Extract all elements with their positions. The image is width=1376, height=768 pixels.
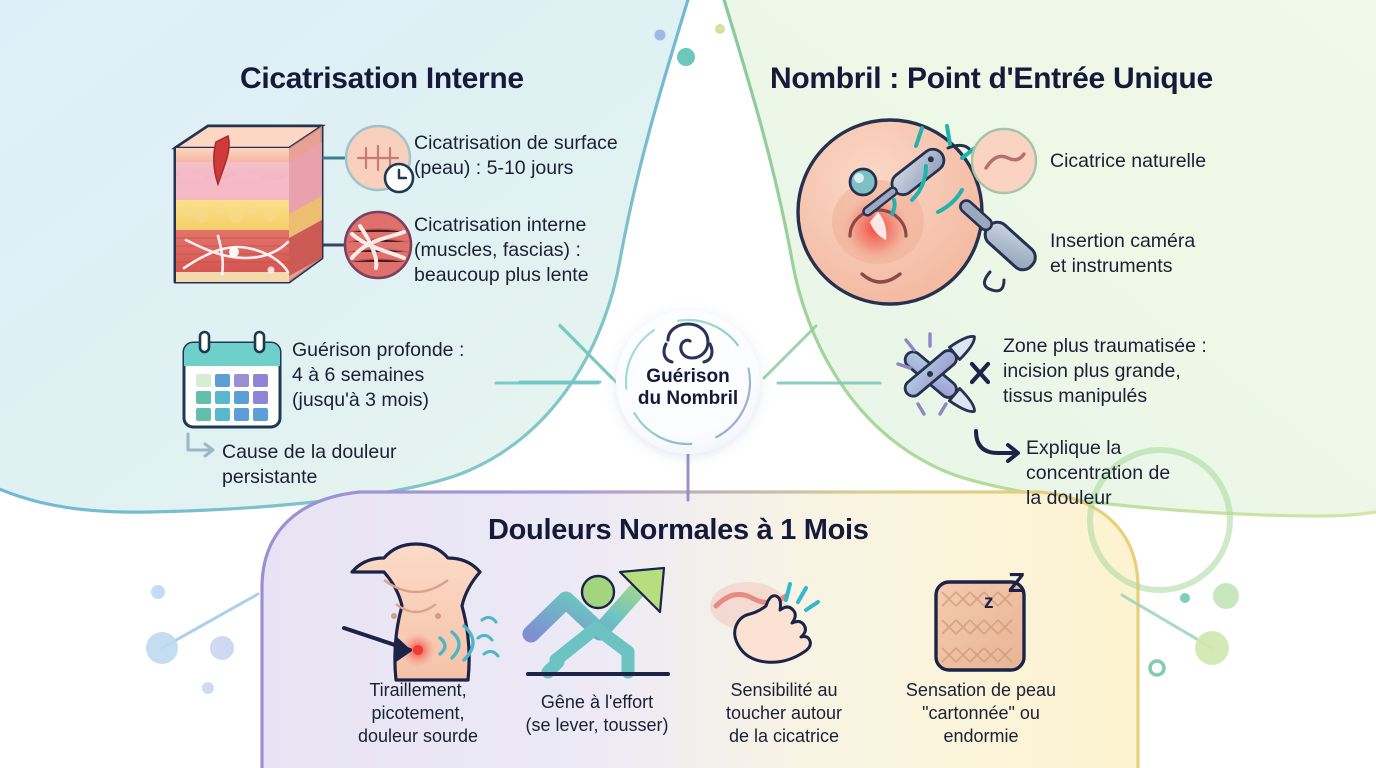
numb-skin-patch-zzz-icon: Z z [934,567,1026,672]
left-note-line-0: Cause de la douleur [222,441,397,463]
left-item-0-line-0: Cicatrisation de surface [414,132,618,154]
deep-healing-line-2: (jusqu'à 3 mois) [292,389,430,411]
left-item-1-line-1: (muscles, fascias) : [414,239,581,261]
right-item-0-line-0: Cicatrice naturelle [1050,150,1207,172]
right-item-2-line-1: incision plus grande, [1003,360,1181,382]
bottom-item-3-line-0: Sensation de peau [905,680,1057,700]
right-item-2-label: Zone plus traumatisée : incision plus gr… [1003,334,1253,409]
arrow-turn-down-right-icon [186,432,215,458]
bottom-item-3-line-1: "cartonnée" ou [922,703,1040,723]
laparoscope-icon [959,199,1037,293]
arrow-curve-right-icon [974,429,1020,463]
clock-icon [383,162,415,194]
right-item-1-line-1: et instruments [1050,255,1173,277]
left-deep-healing-label: Guérison profonde : 4 à 6 semaines (jusq… [292,338,532,413]
navel-entry-point-icon [796,118,984,306]
decoration-top-dots [654,24,725,66]
panel-bottom-title: Douleurs Normales à 1 Mois [488,514,869,546]
bottom-item-2-label: Sensibilité au toucher autour de la cica… [696,679,872,748]
right-item-1-line-0: Insertion caméra [1050,230,1196,252]
left-item-1-line-2: beaucoup plus lente [414,264,589,286]
right-item-1-label: Insertion caméra et instruments [1050,229,1280,279]
hand-touch-scar-icon [710,582,820,664]
left-item-1-label: Cicatrisation interne (muscles, fascias)… [414,213,686,288]
decoration-bottom-left-cluster [146,585,260,694]
panel-left-title: Cicatrisation Interne [240,62,524,95]
left-note-label: Cause de la douleur persistante [222,440,472,490]
muscle-fascia-circle-icon [343,210,413,280]
bottom-item-2-line-2: de la cicatrice [728,726,840,746]
left-item-1-line-0: Cicatrisation interne [414,214,587,236]
left-item-0-line-1: (peau) : 5-10 jours [414,157,574,179]
connector-lines [494,323,882,502]
right-note-line-2: la douleur [1026,487,1112,509]
natural-scar-circle-icon [970,127,1038,195]
bottom-item-0-line-2: douleur sourde [357,726,479,746]
hub-label: Guérison du Nombril [628,366,748,410]
svg-text:Z: Z [1008,567,1025,598]
right-note-label: Explique la concentration de la douleur [1026,436,1226,511]
bottom-item-1-line-0: Gêne à l'effort [540,692,654,712]
bottom-item-3-line-2: endormie [943,726,1019,746]
deep-healing-line-1: 4 à 6 semaines [292,364,425,386]
bottom-item-2-line-0: Sensibilité au [730,680,838,700]
hub-label-line-1: Guérison [646,366,730,387]
navel-spiral-icon [662,322,714,364]
right-item-2-line-2: tissus manipulés [1003,385,1148,407]
bottom-item-3-label: Sensation de peau "cartonnée" ou endormi… [888,679,1074,748]
left-note-line-1: persistante [222,466,318,488]
effort-arrow-figure-icon [522,566,670,679]
bottom-item-1-line-1: (se lever, tousser) [525,715,669,735]
hub-label-line-2: du Nombril [637,388,739,409]
deep-healing-line-0: Guérison profonde : [292,339,465,361]
calendar-icon [182,330,282,429]
panel-right-title: Nombril : Point d'Entrée Unique [770,62,1213,95]
skin-cross-section-icon [171,124,374,284]
surface-suture-circle-icon [344,124,412,192]
left-item-0-label: Cicatrisation de surface (peau) : 5-10 j… [414,131,682,181]
right-item-0-label: Cicatrice naturelle [1050,149,1290,174]
bottom-item-2-line-1: toucher autour [725,703,843,723]
torso-pain-point-icon [342,542,500,682]
right-item-2-line-0: Zone plus traumatisée : [1003,335,1207,357]
bottom-item-1-label: Gêne à l'effort (se lever, tousser) [490,691,704,737]
bottom-item-0-line-0: Tiraillement, [369,680,467,700]
right-note-line-1: concentration de [1026,462,1171,484]
bottom-item-0-line-1: picotement, [371,703,465,723]
right-note-line-0: Explique la [1026,437,1122,459]
svg-text:z: z [984,592,994,613]
crossed-scalpels-icon [896,332,991,416]
bottom-item-0-label: Tiraillement, picotement, douleur sourde [306,679,530,748]
